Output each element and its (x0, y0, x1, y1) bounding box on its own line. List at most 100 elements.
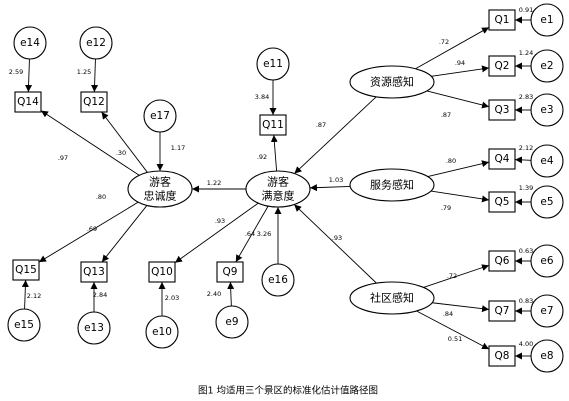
indicator-label: Q11 (262, 119, 284, 131)
path-coefficient: .79 (441, 204, 451, 212)
path-e4-to-Q4 (514, 156, 532, 164)
indicator-label: Q12 (83, 96, 105, 108)
indicator-label: Q13 (83, 266, 105, 278)
path-service-to-Q5 (430, 190, 490, 203)
error-label: e13 (84, 322, 104, 334)
error-e12: e12 (79, 26, 113, 60)
error-label: e9 (225, 316, 238, 328)
error-e6: e6 (530, 244, 564, 278)
error-e10: e10 (145, 315, 179, 349)
path-e12-to-Q12 (91, 58, 99, 93)
path-satisfaction-to-Q9 (235, 205, 269, 263)
indicator-q2: Q2 (488, 55, 516, 77)
indicator-q12: Q12 (80, 91, 108, 113)
error-e5: e5 (530, 185, 564, 219)
path-coefficient: .87 (441, 111, 451, 119)
error-e3: e3 (530, 93, 564, 127)
path-coefficient: 2.59 (9, 68, 23, 76)
path-coefficient: .30 (116, 149, 126, 157)
path-coefficient: 1.17 (171, 144, 185, 152)
path-community-to-Q7 (432, 302, 490, 313)
latent-service: 服务感知 (349, 168, 435, 202)
path-coefficient: 1.03 (329, 176, 343, 184)
error-label: e1 (540, 14, 553, 26)
indicator-label: Q7 (495, 305, 510, 317)
path-service-to-Q4 (427, 160, 490, 178)
error-label: e6 (540, 255, 553, 267)
indicator-label: Q3 (495, 104, 510, 116)
error-e15: e15 (7, 308, 41, 342)
path-resource-to-Q1 (415, 26, 490, 70)
path-coefficient: 2.12 (27, 292, 41, 300)
indicator-q1: Q1 (488, 9, 516, 31)
diagram-nodes: 游客忠诚度游客满意度资源感知服务感知社区感知Q1Q2Q3Q4Q5Q6Q7Q8Q9… (7, 3, 564, 373)
indicator-q5: Q5 (488, 191, 516, 213)
latent-community: 社区感知 (349, 281, 435, 315)
path-coefficient: 2.83 (519, 93, 533, 101)
path-resource-to-Q2 (431, 65, 490, 77)
error-e8: e8 (530, 339, 564, 373)
path-coefficient: 1.39 (519, 184, 533, 192)
path-loyalty-to-Q12 (101, 111, 148, 173)
indicator-q15: Q15 (12, 259, 40, 281)
indicator-label: Q15 (15, 264, 37, 276)
path-coefficient: .92 (257, 153, 267, 161)
latent-label: 忠诚度 (144, 189, 177, 203)
indicator-label: Q8 (495, 350, 510, 362)
indicator-label: Q1 (495, 14, 510, 26)
path-coefficient: .69 (87, 225, 97, 233)
path-e15-to-Q15 (21, 279, 29, 310)
error-e11: e11 (256, 47, 290, 81)
path-coefficient: 1.24 (519, 49, 533, 57)
path-coefficient: .87 (316, 121, 326, 129)
error-e13: e13 (77, 311, 111, 345)
path-coefficient: 1.22 (207, 179, 221, 187)
error-label: e7 (540, 305, 553, 317)
path-e14-to-Q14 (25, 58, 33, 93)
path-coefficient: 1.25 (77, 68, 91, 76)
path-coefficient: 2.84 (93, 291, 107, 299)
path-satisfaction-to-Q10 (174, 202, 259, 264)
error-e14: e14 (13, 26, 47, 60)
indicator-label: Q2 (495, 60, 510, 72)
error-e2: e2 (530, 49, 564, 83)
indicator-q14: Q14 (14, 91, 42, 113)
path-coefficient: 2.40 (207, 290, 221, 298)
indicator-label: Q6 (495, 255, 510, 267)
error-e9: e9 (215, 305, 249, 339)
path-coefficient: 2.03 (165, 294, 179, 302)
path-coefficient: .93 (332, 234, 342, 242)
indicator-q13: Q13 (80, 261, 108, 283)
latent-label: 社区感知 (370, 291, 414, 305)
indicator-label: Q5 (495, 196, 510, 208)
error-label: e8 (540, 350, 553, 362)
path-coefficients: .72.94.87.80.79.72.840.51.871.03.931.22.… (9, 6, 533, 348)
indicator-q9: Q9 (216, 261, 244, 283)
path-resource-to-Q3 (426, 90, 490, 109)
indicator-q11: Q11 (259, 114, 287, 136)
error-label: e11 (263, 58, 283, 70)
latent-label: 资源感知 (370, 75, 414, 89)
path-coefficient: 0.83 (519, 297, 533, 305)
indicator-q6: Q6 (488, 250, 516, 272)
error-e17: e17 (143, 99, 177, 133)
path-coefficient: 3.84 (255, 93, 269, 101)
path-coefficient: 0.63 (519, 247, 533, 255)
indicator-q3: Q3 (488, 99, 516, 121)
path-coefficient: 3.26 (257, 230, 271, 238)
path-loyalty-to-Q14 (40, 110, 140, 176)
error-e1: e1 (530, 3, 564, 37)
path-coefficient: .84 (443, 310, 453, 318)
path-satisfaction-to-Q11 (270, 134, 278, 172)
path-community-to-Q8 (416, 310, 490, 350)
latent-resource: 资源感知 (349, 65, 435, 99)
error-e16: e16 (261, 263, 295, 297)
indicator-label: Q14 (17, 96, 39, 108)
indicator-q8: Q8 (488, 345, 516, 367)
path-coefficient: 0.91 (519, 6, 533, 14)
error-label: e15 (14, 319, 34, 331)
error-label: e4 (540, 155, 553, 167)
